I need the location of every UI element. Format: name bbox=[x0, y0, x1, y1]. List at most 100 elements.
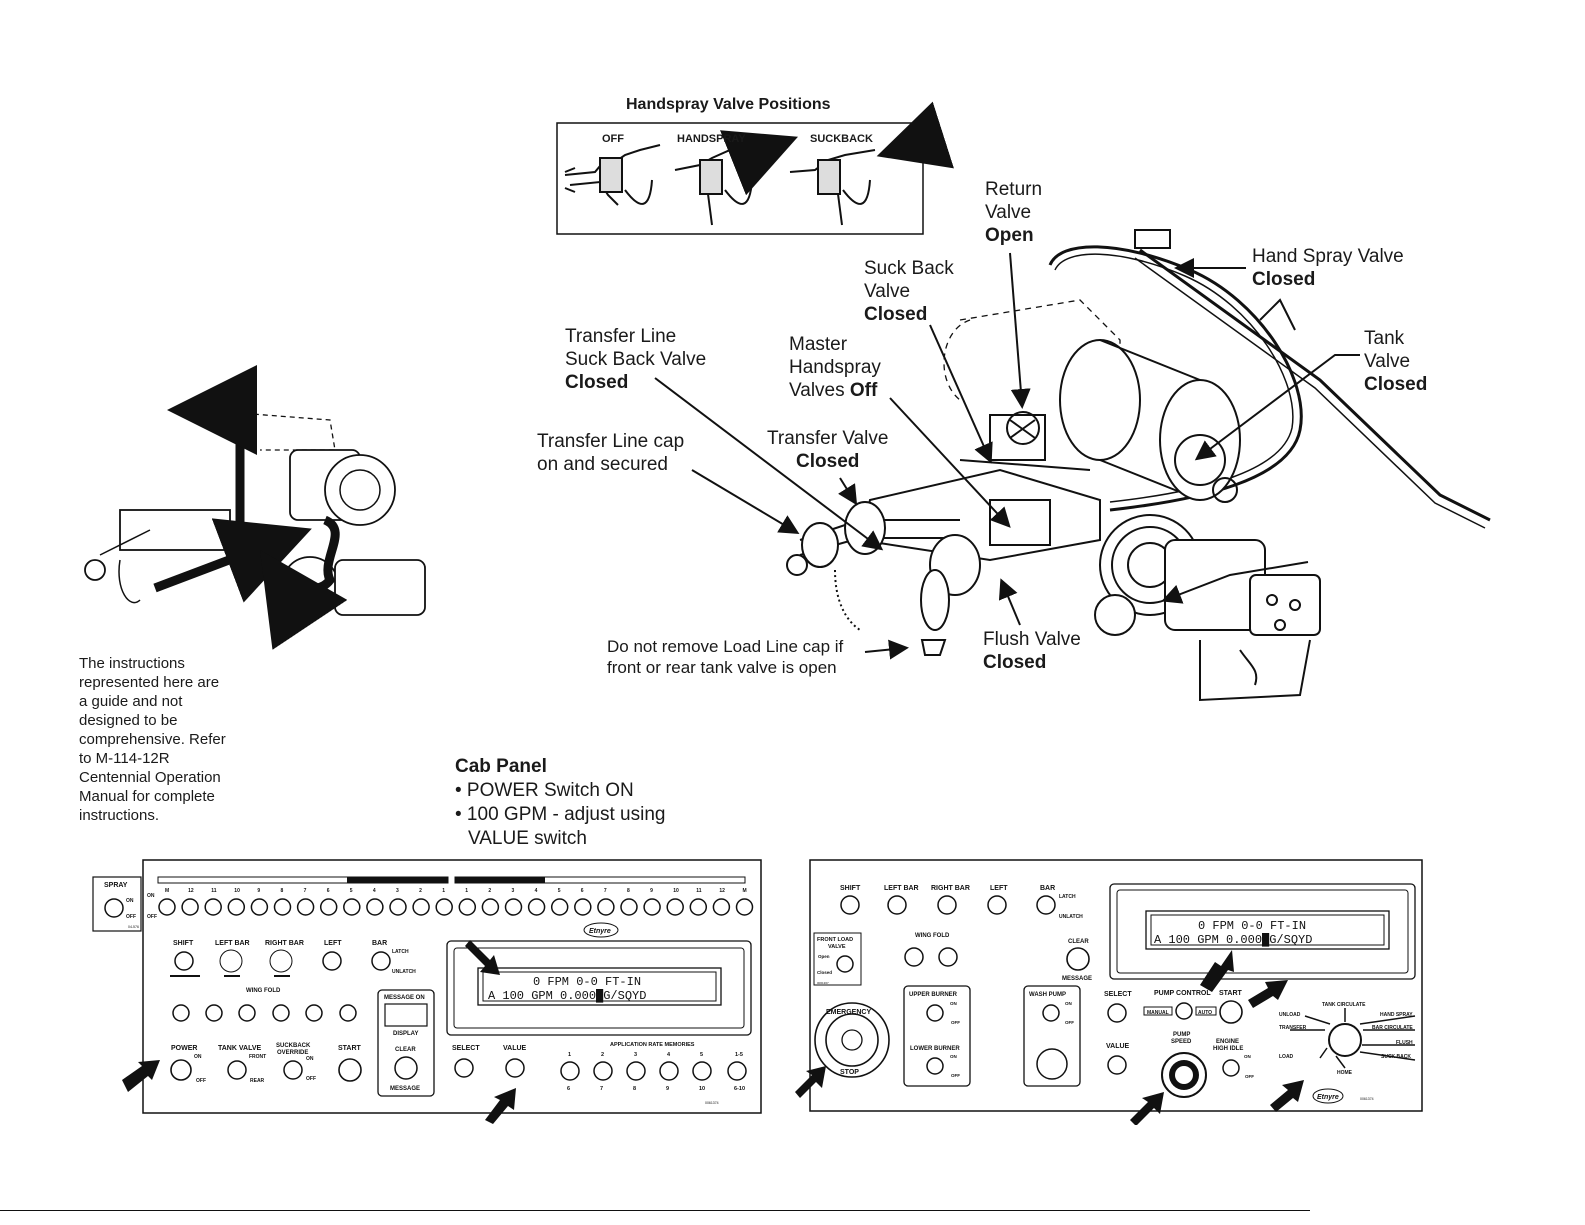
wash-pump-switch[interactable] bbox=[1042, 1004, 1060, 1022]
nozzle-switch[interactable] bbox=[366, 898, 384, 916]
svg-text:START: START bbox=[1219, 990, 1243, 997]
svg-text:ON: ON bbox=[306, 1056, 314, 1062]
value-switch[interactable] bbox=[505, 1058, 525, 1078]
start-button[interactable] bbox=[338, 1058, 362, 1082]
shift-switch-r[interactable] bbox=[840, 895, 860, 915]
memory-switch[interactable] bbox=[692, 1061, 712, 1081]
clear-message-button[interactable] bbox=[394, 1056, 418, 1080]
nozzle-switch[interactable] bbox=[319, 898, 338, 916]
memory-switch[interactable] bbox=[659, 1061, 679, 1081]
left-bar-switch[interactable] bbox=[887, 895, 907, 915]
memory-switch[interactable] bbox=[626, 1061, 646, 1081]
nozzle-switch[interactable] bbox=[273, 898, 292, 916]
svg-text:TRANSFER: TRANSFER bbox=[1279, 1025, 1307, 1031]
memory-bottom-label: 7 bbox=[600, 1086, 603, 1092]
mode-selector-dial[interactable] bbox=[1290, 1008, 1416, 1069]
nozzle-label: 11 bbox=[211, 888, 217, 894]
nozzle-switch[interactable] bbox=[343, 898, 361, 916]
svg-text:VALVE: VALVE bbox=[828, 944, 846, 950]
svg-text:UNLOAD: UNLOAD bbox=[1279, 1012, 1301, 1018]
callout-leaders bbox=[654, 252, 1360, 660]
nozzle-switch[interactable] bbox=[504, 898, 523, 916]
svg-text:PUMP CONTROL: PUMP CONTROL bbox=[1154, 990, 1211, 997]
svg-text:ON: ON bbox=[147, 893, 155, 899]
svg-text:FLUSH: FLUSH bbox=[1396, 1040, 1413, 1046]
nozzle-switch[interactable] bbox=[458, 898, 477, 916]
svg-text:OFF: OFF bbox=[1245, 1074, 1254, 1079]
svg-text:ON: ON bbox=[194, 1054, 202, 1060]
nozzle-label: M bbox=[743, 888, 747, 894]
svg-text:TANK CIRCULATE: TANK CIRCULATE bbox=[1322, 1002, 1366, 1008]
wing-fold-left-switch[interactable] bbox=[904, 947, 924, 967]
bar-switch[interactable] bbox=[371, 951, 391, 971]
nozzle-label: 4 bbox=[535, 888, 538, 894]
memory-switch[interactable] bbox=[593, 1061, 613, 1081]
shift-switch[interactable] bbox=[174, 951, 194, 971]
nozzle-switch[interactable] bbox=[204, 898, 222, 916]
nozzle-switch[interactable] bbox=[735, 898, 754, 916]
nozzle-switch[interactable] bbox=[412, 898, 430, 916]
svg-text:WASH PUMP: WASH PUMP bbox=[1029, 992, 1066, 998]
nozzle-switch[interactable] bbox=[181, 898, 199, 916]
nozzle-switch[interactable] bbox=[481, 898, 500, 916]
nozzle-switch[interactable] bbox=[620, 898, 638, 916]
select-switch[interactable] bbox=[454, 1058, 474, 1078]
nozzle-switch[interactable] bbox=[158, 898, 176, 916]
nozzle-switch[interactable] bbox=[250, 898, 269, 916]
svg-text:OFF: OFF bbox=[1065, 1020, 1074, 1025]
select-switch-r[interactable] bbox=[1107, 1003, 1127, 1023]
spray-switch[interactable] bbox=[104, 898, 124, 918]
nozzle-switch[interactable] bbox=[574, 898, 592, 916]
pump-control-switch[interactable] bbox=[1175, 1002, 1193, 1020]
clear-message-button-r[interactable] bbox=[1066, 947, 1090, 971]
handspray-valve-positions-figure bbox=[556, 101, 954, 235]
left-switch-r[interactable] bbox=[987, 895, 1007, 915]
nozzle-switch[interactable] bbox=[435, 898, 453, 916]
wing-fold-switch[interactable] bbox=[305, 1004, 323, 1022]
nozzle-switch[interactable] bbox=[689, 898, 708, 916]
front-load-valve-switch[interactable] bbox=[836, 955, 854, 973]
nozzle-switch[interactable] bbox=[597, 898, 615, 916]
engine-high-idle-switch[interactable] bbox=[1222, 1059, 1240, 1077]
main-pump-assembly-figure bbox=[786, 229, 1491, 702]
suckback-override-switch[interactable] bbox=[283, 1060, 303, 1080]
nozzle-switch[interactable] bbox=[712, 898, 731, 916]
svg-text:TANK VALVE: TANK VALVE bbox=[218, 1045, 261, 1052]
nozzle-label: 8 bbox=[281, 888, 284, 894]
wing-fold-right-switch[interactable] bbox=[938, 947, 958, 967]
svg-text:POWER: POWER bbox=[171, 1045, 197, 1052]
svg-text:UNLATCH: UNLATCH bbox=[1059, 914, 1083, 920]
nozzle-switch[interactable] bbox=[550, 898, 569, 916]
wing-fold-switch[interactable] bbox=[205, 1004, 223, 1022]
left-bar-indicator bbox=[219, 949, 243, 973]
wing-fold-switch[interactable] bbox=[272, 1004, 290, 1022]
left-switch[interactable] bbox=[322, 951, 342, 971]
start-button-r[interactable] bbox=[1219, 1000, 1243, 1024]
nozzle-switch[interactable] bbox=[389, 898, 407, 916]
emergency-stop-button[interactable] bbox=[825, 1013, 879, 1067]
wing-fold-switch[interactable] bbox=[172, 1004, 190, 1022]
nozzle-switch[interactable] bbox=[227, 898, 246, 916]
callout-transfer-line-cap: Transfer Line cap on and secured bbox=[537, 431, 685, 475]
memory-switch[interactable] bbox=[727, 1061, 747, 1081]
upper-burner-switch[interactable] bbox=[926, 1004, 944, 1022]
value-switch-r[interactable] bbox=[1107, 1055, 1127, 1075]
bar-switch-r[interactable] bbox=[1036, 895, 1056, 915]
svg-text:LEFT: LEFT bbox=[324, 940, 342, 947]
wing-fold-switch[interactable] bbox=[339, 1004, 357, 1022]
lower-burner-switch[interactable] bbox=[926, 1057, 944, 1075]
nozzle-switch[interactable] bbox=[666, 898, 684, 916]
tank-valve-switch[interactable] bbox=[227, 1060, 247, 1080]
svg-text:WING FOLD: WING FOLD bbox=[246, 988, 281, 994]
nozzle-switch[interactable] bbox=[643, 898, 661, 916]
svg-text:LATCH: LATCH bbox=[392, 949, 409, 955]
power-switch[interactable] bbox=[170, 1059, 192, 1081]
spray-label: SPRAY bbox=[104, 882, 128, 889]
memory-switch[interactable] bbox=[560, 1061, 580, 1081]
wing-fold-switch[interactable] bbox=[238, 1004, 256, 1022]
right-bar-switch[interactable] bbox=[937, 895, 957, 915]
nozzle-switch[interactable] bbox=[296, 898, 315, 916]
nozzle-switch[interactable] bbox=[527, 898, 546, 916]
nozzle-label: 11 bbox=[696, 888, 702, 894]
